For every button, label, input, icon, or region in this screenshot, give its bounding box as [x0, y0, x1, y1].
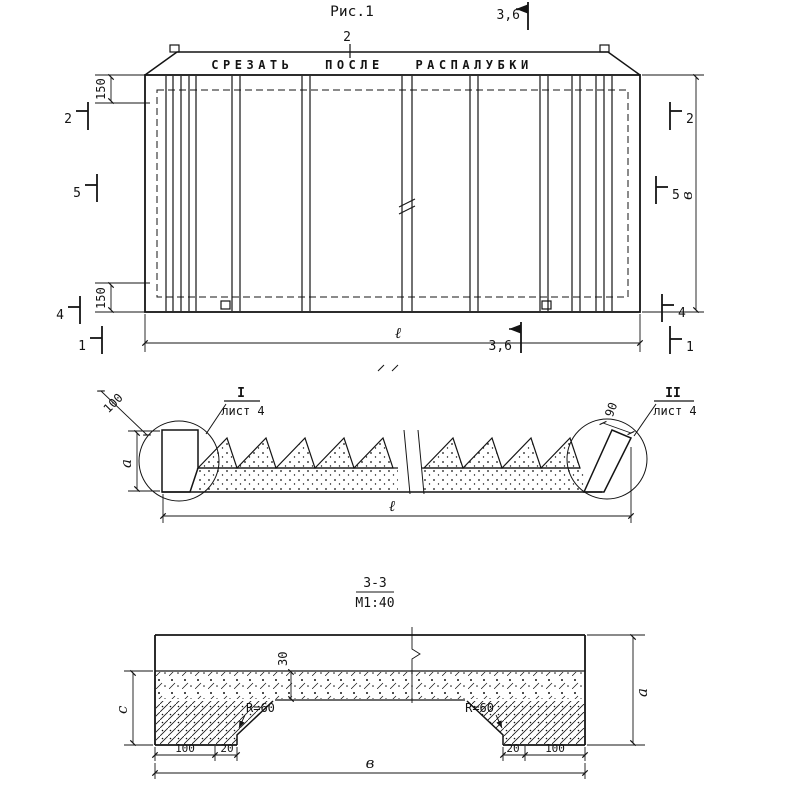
- radius-callout-right: R=60: [465, 701, 503, 729]
- section-flag-left-4: 4: [56, 296, 81, 324]
- section-mark-label: 2: [343, 30, 351, 45]
- dim-label: 90: [602, 400, 620, 418]
- flag-label: 4: [56, 308, 64, 323]
- dim-section-width: в: [151, 754, 589, 779]
- dim-bottom-left-group: 100 20: [151, 742, 241, 761]
- dim-elevation-length: ℓ: [159, 447, 635, 523]
- dim-label: 150: [94, 287, 108, 309]
- dim-label: в: [366, 754, 375, 772]
- dim-end-right-90: 90: [599, 400, 635, 436]
- figure-title: Рис.1: [330, 4, 374, 20]
- dim-label: 100: [545, 742, 565, 755]
- radius-callout-left: R=60: [238, 701, 275, 729]
- section-break-line: [411, 627, 421, 703]
- plan-center-break: [398, 198, 416, 215]
- section-flag-right-4: 4: [661, 294, 686, 322]
- flag-label: 2: [686, 112, 694, 127]
- dim-thickness-a: a: [117, 429, 160, 493]
- elevation-view: I лист 4 II лист 4 100 90 a ℓ: [97, 386, 697, 523]
- radius-label: R=60: [465, 701, 494, 715]
- stair-teeth: [196, 436, 581, 469]
- dim-plan-length: ℓ: [141, 314, 644, 352]
- anchor-right: [541, 300, 552, 310]
- dim-label: ℓ: [395, 324, 401, 342]
- dim-right-depth-a: a: [587, 633, 651, 747]
- break-mask: [398, 467, 422, 491]
- dim-label: 20: [506, 742, 519, 755]
- flag-label: 1: [686, 340, 694, 355]
- section-scale: М1:40: [355, 596, 394, 611]
- banner-text: СРЕЗАТЬ ПОСЛЕ РАСПАЛУБКИ: [211, 58, 532, 72]
- plan-view: Рис.1 3,6 2 СРЕЗАТЬ ПОСЛЕ РАСПАЛУБКИ: [56, 2, 704, 372]
- section-flag-left-2: 2: [64, 102, 89, 130]
- banner-trapezoid: [144, 51, 641, 76]
- dim-label: c: [113, 705, 131, 714]
- section-flag-left-5: 5: [73, 174, 98, 202]
- detail-sheet-ref: лист 4: [221, 404, 264, 418]
- section-flag-right-1: 1: [669, 326, 694, 355]
- section-title-block: 3-3 М1:40: [355, 576, 394, 611]
- section-mark-3-6-top: 3,6: [497, 2, 529, 30]
- soffit-band-fill: [198, 469, 584, 491]
- radius-label: R=60: [246, 701, 275, 715]
- dim-plan-width: в: [642, 73, 704, 314]
- detail-numeral: I: [237, 386, 245, 401]
- slab-fill: [156, 672, 584, 699]
- section-flag-right-2: 2: [669, 102, 694, 130]
- dim-end-left-100: 100: [97, 390, 151, 436]
- dim-label: ℓ: [389, 497, 395, 515]
- detail-circle-right: [566, 418, 648, 500]
- section-outline: [154, 634, 586, 746]
- break-marks: [377, 364, 399, 372]
- end-block-right: [582, 429, 633, 493]
- lifting-tab-right: [599, 44, 610, 53]
- dim-150-top: 150: [94, 73, 150, 105]
- elevation-break-lines: [403, 429, 425, 495]
- flag-label: 4: [678, 306, 686, 321]
- anchor-left: [220, 300, 231, 310]
- dim-label: в: [678, 191, 696, 200]
- dim-label: 30: [276, 652, 290, 666]
- dim-left-depth-c: c: [113, 669, 153, 747]
- section-mark-3-6-bottom: 3,6: [489, 322, 522, 354]
- detail-numeral: II: [665, 386, 681, 401]
- flag-label: 2: [64, 112, 72, 127]
- dim-slab-30: 30: [276, 652, 295, 703]
- left-rib-fill: [156, 701, 273, 744]
- section-mark-label: 3,6: [489, 339, 512, 354]
- section-title: 3-3: [363, 576, 386, 591]
- dim-150-bottom: 150: [94, 281, 150, 314]
- lifting-tab-left: [169, 44, 180, 53]
- detail-callout-left: I лист 4: [205, 386, 265, 435]
- section-view: 3-3 М1:40 R=60 R=60: [113, 576, 651, 779]
- plan-outline: [144, 74, 641, 313]
- end-block-left: [161, 429, 199, 493]
- dim-label: a: [117, 459, 135, 468]
- flag-label: 1: [78, 339, 86, 354]
- dim-label: 150: [94, 78, 108, 100]
- section-flag-right-5: 5: [655, 176, 680, 204]
- dim-label: 100: [175, 742, 195, 755]
- dim-label: a: [633, 688, 651, 697]
- dim-bottom-right-group: 20 100: [499, 742, 589, 761]
- right-rib-fill: [467, 701, 584, 744]
- dim-label: 20: [220, 742, 233, 755]
- detail-sheet-ref: лист 4: [653, 404, 696, 418]
- flag-label: 5: [672, 188, 680, 203]
- plan-rib-lines: [165, 76, 613, 311]
- detail-callout-right: II лист 4: [633, 386, 697, 437]
- section-mark-2-top: 2: [343, 30, 351, 58]
- section-mark-label: 3,6: [497, 8, 520, 23]
- section-flag-left-1: 1: [78, 326, 103, 354]
- flag-label: 5: [73, 186, 81, 201]
- plan-inner-dashed: [156, 89, 629, 298]
